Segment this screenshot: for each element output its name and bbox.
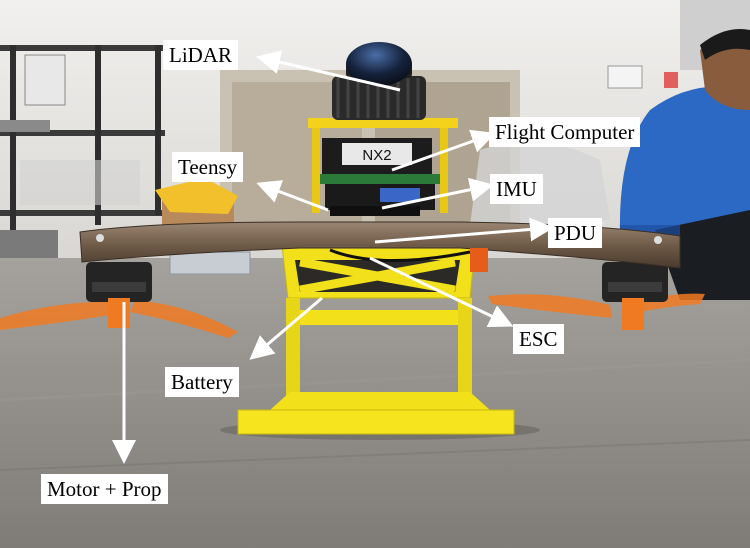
floor-streak (0, 439, 750, 471)
label-esc: ESC (513, 324, 564, 354)
nx2-board-text: NX2 (362, 147, 391, 164)
plastic-box (169, 251, 251, 275)
label-pdu: PDU (548, 218, 603, 248)
label-battery: Battery (165, 367, 239, 397)
label-imu: IMU (490, 174, 543, 204)
arm-screw (96, 234, 104, 242)
label-motor-prop: Motor + Prop (41, 474, 168, 504)
label-teensy: Teensy (172, 152, 244, 182)
label-lidar: LiDAR (163, 40, 238, 70)
connector (470, 248, 488, 272)
motor-right (602, 262, 668, 330)
wall-sign (664, 72, 678, 88)
label-flight-computer: Flight Computer (489, 117, 641, 147)
yellow-bag (155, 178, 238, 214)
propeller-left (0, 300, 238, 338)
wall-sign (607, 65, 643, 89)
arm-screw (654, 236, 662, 244)
metal-shelf (0, 45, 165, 245)
